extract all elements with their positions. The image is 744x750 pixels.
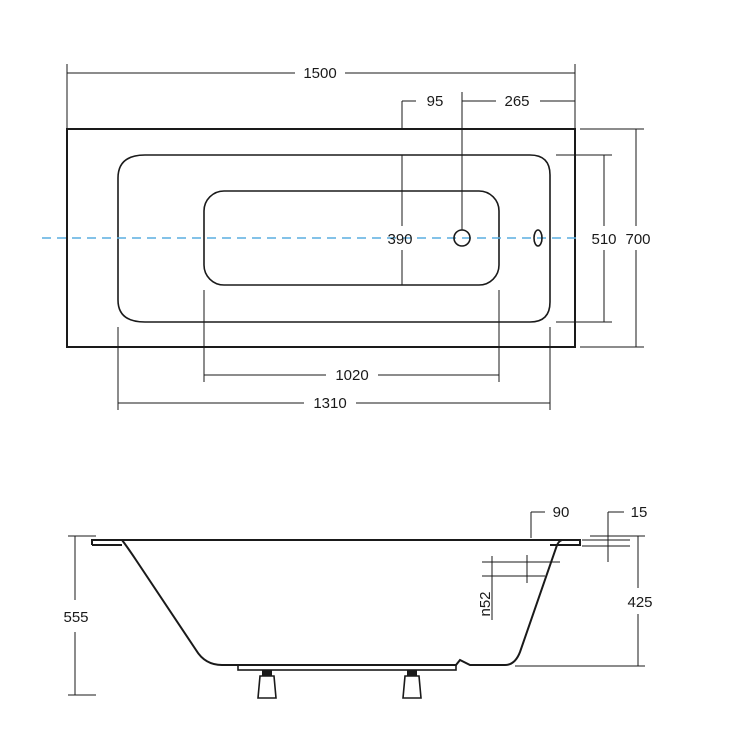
dim-95: 95 bbox=[427, 93, 444, 110]
top-view: 1500 95 265 390 510 700 1020 bbox=[42, 64, 651, 412]
tub-leg-left bbox=[257, 670, 277, 699]
side-view: 555 90 15 425 n52 bbox=[63, 504, 653, 699]
tub-body-profile bbox=[121, 539, 563, 666]
dim-390: 390 bbox=[387, 231, 412, 248]
dim-1500: 1500 bbox=[303, 65, 336, 82]
dim-90: 90 bbox=[553, 504, 570, 521]
dim-15: 15 bbox=[631, 504, 648, 521]
dim-555: 555 bbox=[63, 609, 88, 626]
tub-inner-rim bbox=[117, 154, 551, 323]
dim-510: 510 bbox=[591, 231, 616, 248]
dim-1020: 1020 bbox=[335, 367, 368, 384]
tub-leg-right bbox=[402, 670, 422, 699]
tub-rim bbox=[91, 539, 581, 546]
overflow-ellipse bbox=[533, 229, 543, 247]
dim-425: 425 bbox=[627, 594, 652, 611]
dim-265: 265 bbox=[504, 93, 529, 110]
dim-1310: 1310 bbox=[313, 395, 346, 412]
tub-base-plate bbox=[237, 664, 457, 671]
dim-n52: n52 bbox=[477, 591, 494, 616]
dim-700: 700 bbox=[625, 231, 650, 248]
